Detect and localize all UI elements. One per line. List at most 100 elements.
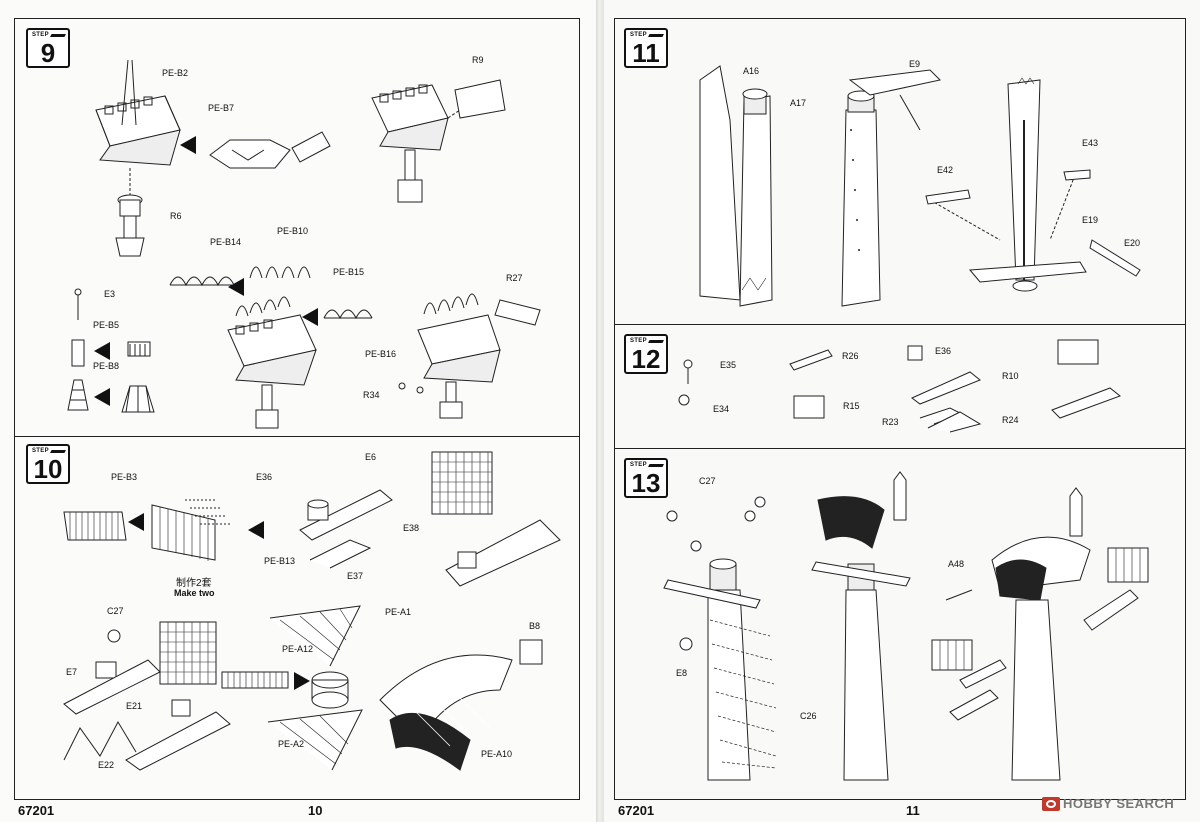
part-label: E19	[1082, 215, 1099, 225]
part-label: R10	[1002, 371, 1019, 381]
part-label: R9	[472, 55, 484, 65]
ship-icon	[648, 464, 664, 467]
step-12-label: STEP	[630, 338, 647, 344]
part-label: A16	[743, 66, 760, 76]
page-number-left: 10	[308, 803, 323, 818]
step10-grid-panel	[431, 451, 561, 587]
part-label: PE-B8	[93, 361, 120, 371]
step13-mast-1	[663, 496, 777, 781]
step-10-badge: STEP 10	[26, 444, 70, 484]
ship-icon	[648, 34, 664, 37]
part-label: PE-B14	[210, 237, 242, 247]
step11-tall-mast	[925, 77, 1141, 292]
part-label: R34	[363, 390, 380, 400]
part-label: PE-B16	[365, 349, 397, 359]
catalog-number-left: 67201	[18, 803, 55, 818]
part-label: E6	[365, 452, 377, 462]
step-13-number: 13	[631, 468, 661, 498]
step10-pe-b3-grid	[63, 499, 230, 561]
step11-mast-complete	[841, 90, 881, 307]
step10-e6-arm	[299, 489, 393, 569]
part-label: E3	[104, 289, 116, 299]
part-label: PE-B13	[264, 556, 296, 566]
step9-pe-b7-part	[209, 131, 331, 169]
step10-pe-a12-strip	[221, 671, 289, 689]
part-label: PE-B2	[162, 68, 189, 78]
step9-platform-r9	[371, 79, 506, 203]
part-label: PE-A10	[481, 749, 513, 759]
part-label: PE-B7	[208, 103, 235, 113]
ship-icon	[50, 34, 66, 37]
step9-railings	[169, 266, 373, 320]
part-label: E9	[909, 59, 921, 69]
step-11-number: 11	[632, 38, 660, 68]
step9-tower-r6	[115, 168, 145, 257]
part-label: PE-B5	[93, 320, 120, 330]
part-label: B8	[529, 621, 541, 631]
ship-icon	[648, 340, 664, 343]
part-label: R27	[506, 273, 523, 283]
step-13-label: STEP	[630, 462, 647, 468]
part-label: E38	[403, 523, 420, 533]
part-label: R24	[1002, 415, 1019, 425]
part-label: E36	[256, 472, 273, 482]
part-label: E22	[98, 760, 115, 770]
part-label: E34	[713, 404, 730, 414]
part-label: R6	[170, 211, 182, 221]
step13-mast-3	[931, 487, 1149, 781]
step-11-label: STEP	[630, 32, 647, 38]
part-label: PE-B10	[277, 226, 309, 236]
step-10-label: STEP	[32, 448, 49, 454]
step11-e9-arm	[848, 69, 942, 131]
part-label: E43	[1082, 138, 1099, 148]
step10-panel-arm	[125, 621, 231, 771]
step-11-badge: STEP 11	[624, 28, 668, 68]
book-gutter	[596, 0, 604, 822]
part-label: C26	[800, 711, 817, 721]
part-label: C27	[107, 606, 124, 616]
step11-step12-divider	[614, 324, 1186, 325]
part-label: E36	[935, 346, 952, 356]
part-label: E20	[1124, 238, 1141, 248]
step11-mast-halves	[699, 65, 773, 307]
step9-platform-assembly	[95, 59, 181, 166]
part-label: PE-A2	[278, 739, 305, 749]
part-label: E35	[720, 360, 737, 370]
step10-c27-e7-arm	[63, 629, 161, 761]
part-label: R26	[842, 351, 859, 361]
step-10-number: 10	[33, 454, 63, 484]
part-label: PE-B15	[333, 267, 365, 277]
step9-small-parts	[67, 288, 155, 413]
right-frame	[614, 18, 1186, 800]
step9-step10-divider	[14, 436, 580, 437]
step13-mast-2	[811, 471, 911, 781]
step-9-number: 9	[40, 38, 56, 68]
step-12-number: 12	[631, 344, 661, 374]
step12-parts	[678, 339, 1122, 433]
step-13-badge: STEP 13	[624, 458, 668, 498]
watermark: HOBBY SEARCH	[1042, 796, 1174, 811]
hobby-search-logo-icon	[1042, 796, 1060, 811]
step9-final-assembly	[398, 293, 541, 419]
step10-pe-a1-frame	[267, 605, 363, 771]
part-label: PE-A12	[282, 644, 314, 654]
step-9-badge: STEP 9	[26, 28, 70, 68]
step12-step13-divider	[614, 448, 1186, 449]
part-label: A17	[790, 98, 807, 108]
part-label: E21	[126, 701, 143, 711]
part-label: E37	[347, 571, 364, 581]
catalog-number-right: 67201	[618, 803, 655, 818]
step-9-label: STEP	[32, 32, 49, 38]
part-label: E7	[66, 667, 78, 677]
ship-icon	[50, 450, 66, 453]
part-label: C27	[699, 476, 716, 486]
part-label: R15	[843, 401, 860, 411]
part-label: PE-B3	[111, 472, 138, 482]
make-two-note-cn: 制作2套	[176, 578, 212, 589]
watermark-text: HOBBY SEARCH	[1063, 796, 1175, 811]
left-frame	[14, 18, 580, 800]
part-label: E8	[676, 668, 688, 678]
part-label: A48	[948, 559, 965, 569]
step-12-badge: STEP 12	[624, 334, 668, 374]
